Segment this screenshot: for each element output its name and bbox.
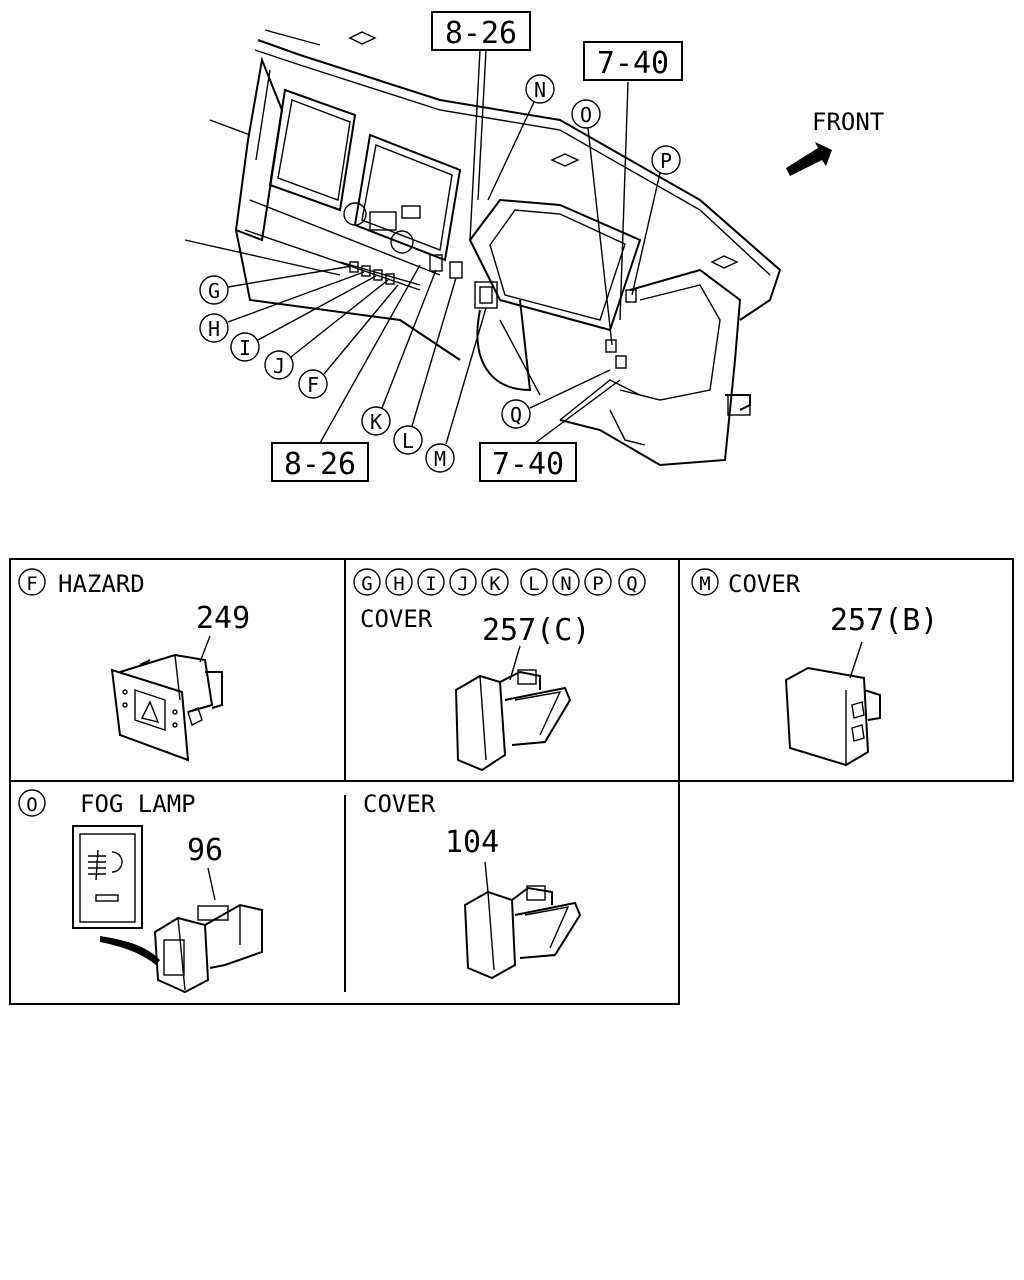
svg-text:I: I — [425, 573, 436, 595]
cover-c-drawing — [454, 669, 572, 772]
panel-hazard-title: HAZARD — [58, 570, 145, 598]
svg-text:P: P — [592, 573, 603, 595]
svg-text:8-26: 8-26 — [445, 16, 517, 51]
part-number-257c: 257(C) — [482, 613, 590, 648]
callout-l: L — [393, 277, 457, 455]
svg-text:G: G — [361, 573, 372, 595]
part-number-249: 249 — [196, 601, 250, 636]
svg-text:L: L — [402, 429, 414, 453]
panel-cover-104: COVER 104 — [363, 790, 582, 980]
callout-o: O — [571, 99, 613, 346]
dashboard-illustration — [184, 29, 782, 467]
panel-cover-c-subtitle: COVER — [360, 605, 433, 633]
fog-lamp-switch-face — [72, 825, 143, 929]
svg-text:H: H — [393, 573, 404, 595]
panel-cover-c: G H I J K L N P Q COVER 257(C) — [353, 568, 646, 772]
svg-text:G: G — [208, 279, 220, 303]
svg-text:J: J — [457, 573, 468, 595]
ref-box-bottom-right: 7-40 — [479, 442, 577, 482]
callout-m: M — [425, 307, 487, 473]
svg-text:N: N — [560, 573, 571, 595]
front-label: FRONT — [812, 108, 884, 136]
panel-fog-lamp-title: FOG LAMP — [80, 790, 196, 818]
callout-n: N — [487, 74, 555, 201]
svg-text:7-40: 7-40 — [492, 447, 564, 482]
svg-text:M: M — [434, 447, 446, 471]
fog-lamp-arrow-icon — [100, 936, 160, 965]
part-number-96: 96 — [187, 833, 223, 868]
svg-text:M: M — [699, 573, 710, 595]
svg-text:F: F — [26, 573, 37, 595]
svg-text:L: L — [528, 573, 539, 595]
svg-text:O: O — [26, 794, 37, 816]
ref-box-bottom-left: 8-26 — [271, 442, 369, 482]
panel-cover-b-title: COVER — [728, 570, 801, 598]
svg-text:O: O — [580, 103, 592, 127]
fog-lamp-switch-drawing — [153, 903, 263, 994]
callout-j: J — [264, 279, 389, 380]
svg-text:F: F — [307, 373, 319, 397]
parts-table — [9, 558, 1014, 1005]
front-arrow-icon — [786, 142, 832, 176]
callout-g: G — [199, 265, 353, 305]
callout-p: P — [631, 145, 681, 296]
svg-text:I: I — [239, 336, 251, 360]
callout-q: Q — [501, 369, 611, 429]
ref-box-top-left: 8-26 — [431, 11, 531, 51]
panel-hazard: F HAZARD 249 — [18, 568, 250, 762]
ref-box-top-right: 7-40 — [583, 41, 683, 81]
svg-text:P: P — [660, 149, 672, 173]
svg-text:7-40: 7-40 — [597, 46, 669, 81]
cover-b-drawing — [784, 666, 881, 767]
part-number-104: 104 — [445, 825, 499, 860]
part-number-257b: 257(B) — [830, 603, 938, 638]
svg-text:K: K — [370, 410, 382, 434]
cover-104-drawing — [463, 885, 582, 980]
svg-text:H: H — [208, 317, 220, 341]
callout-h: H — [199, 271, 365, 343]
panel-cover-104-title: COVER — [363, 790, 436, 818]
svg-text:8-26: 8-26 — [284, 447, 356, 482]
callout-k: K — [361, 269, 437, 436]
panel-fog-lamp: O FOG LAMP 96 — [18, 789, 263, 994]
svg-text:K: K — [489, 573, 501, 595]
hazard-switch-drawing — [110, 653, 223, 762]
svg-text:N: N — [534, 78, 546, 102]
callout-f: F — [298, 284, 399, 399]
svg-text:Q: Q — [626, 573, 637, 595]
svg-text:Q: Q — [510, 403, 522, 427]
panel-cover-b: M COVER 257(B) — [691, 568, 938, 767]
callout-i: I — [230, 275, 377, 362]
svg-text:J: J — [273, 354, 285, 378]
